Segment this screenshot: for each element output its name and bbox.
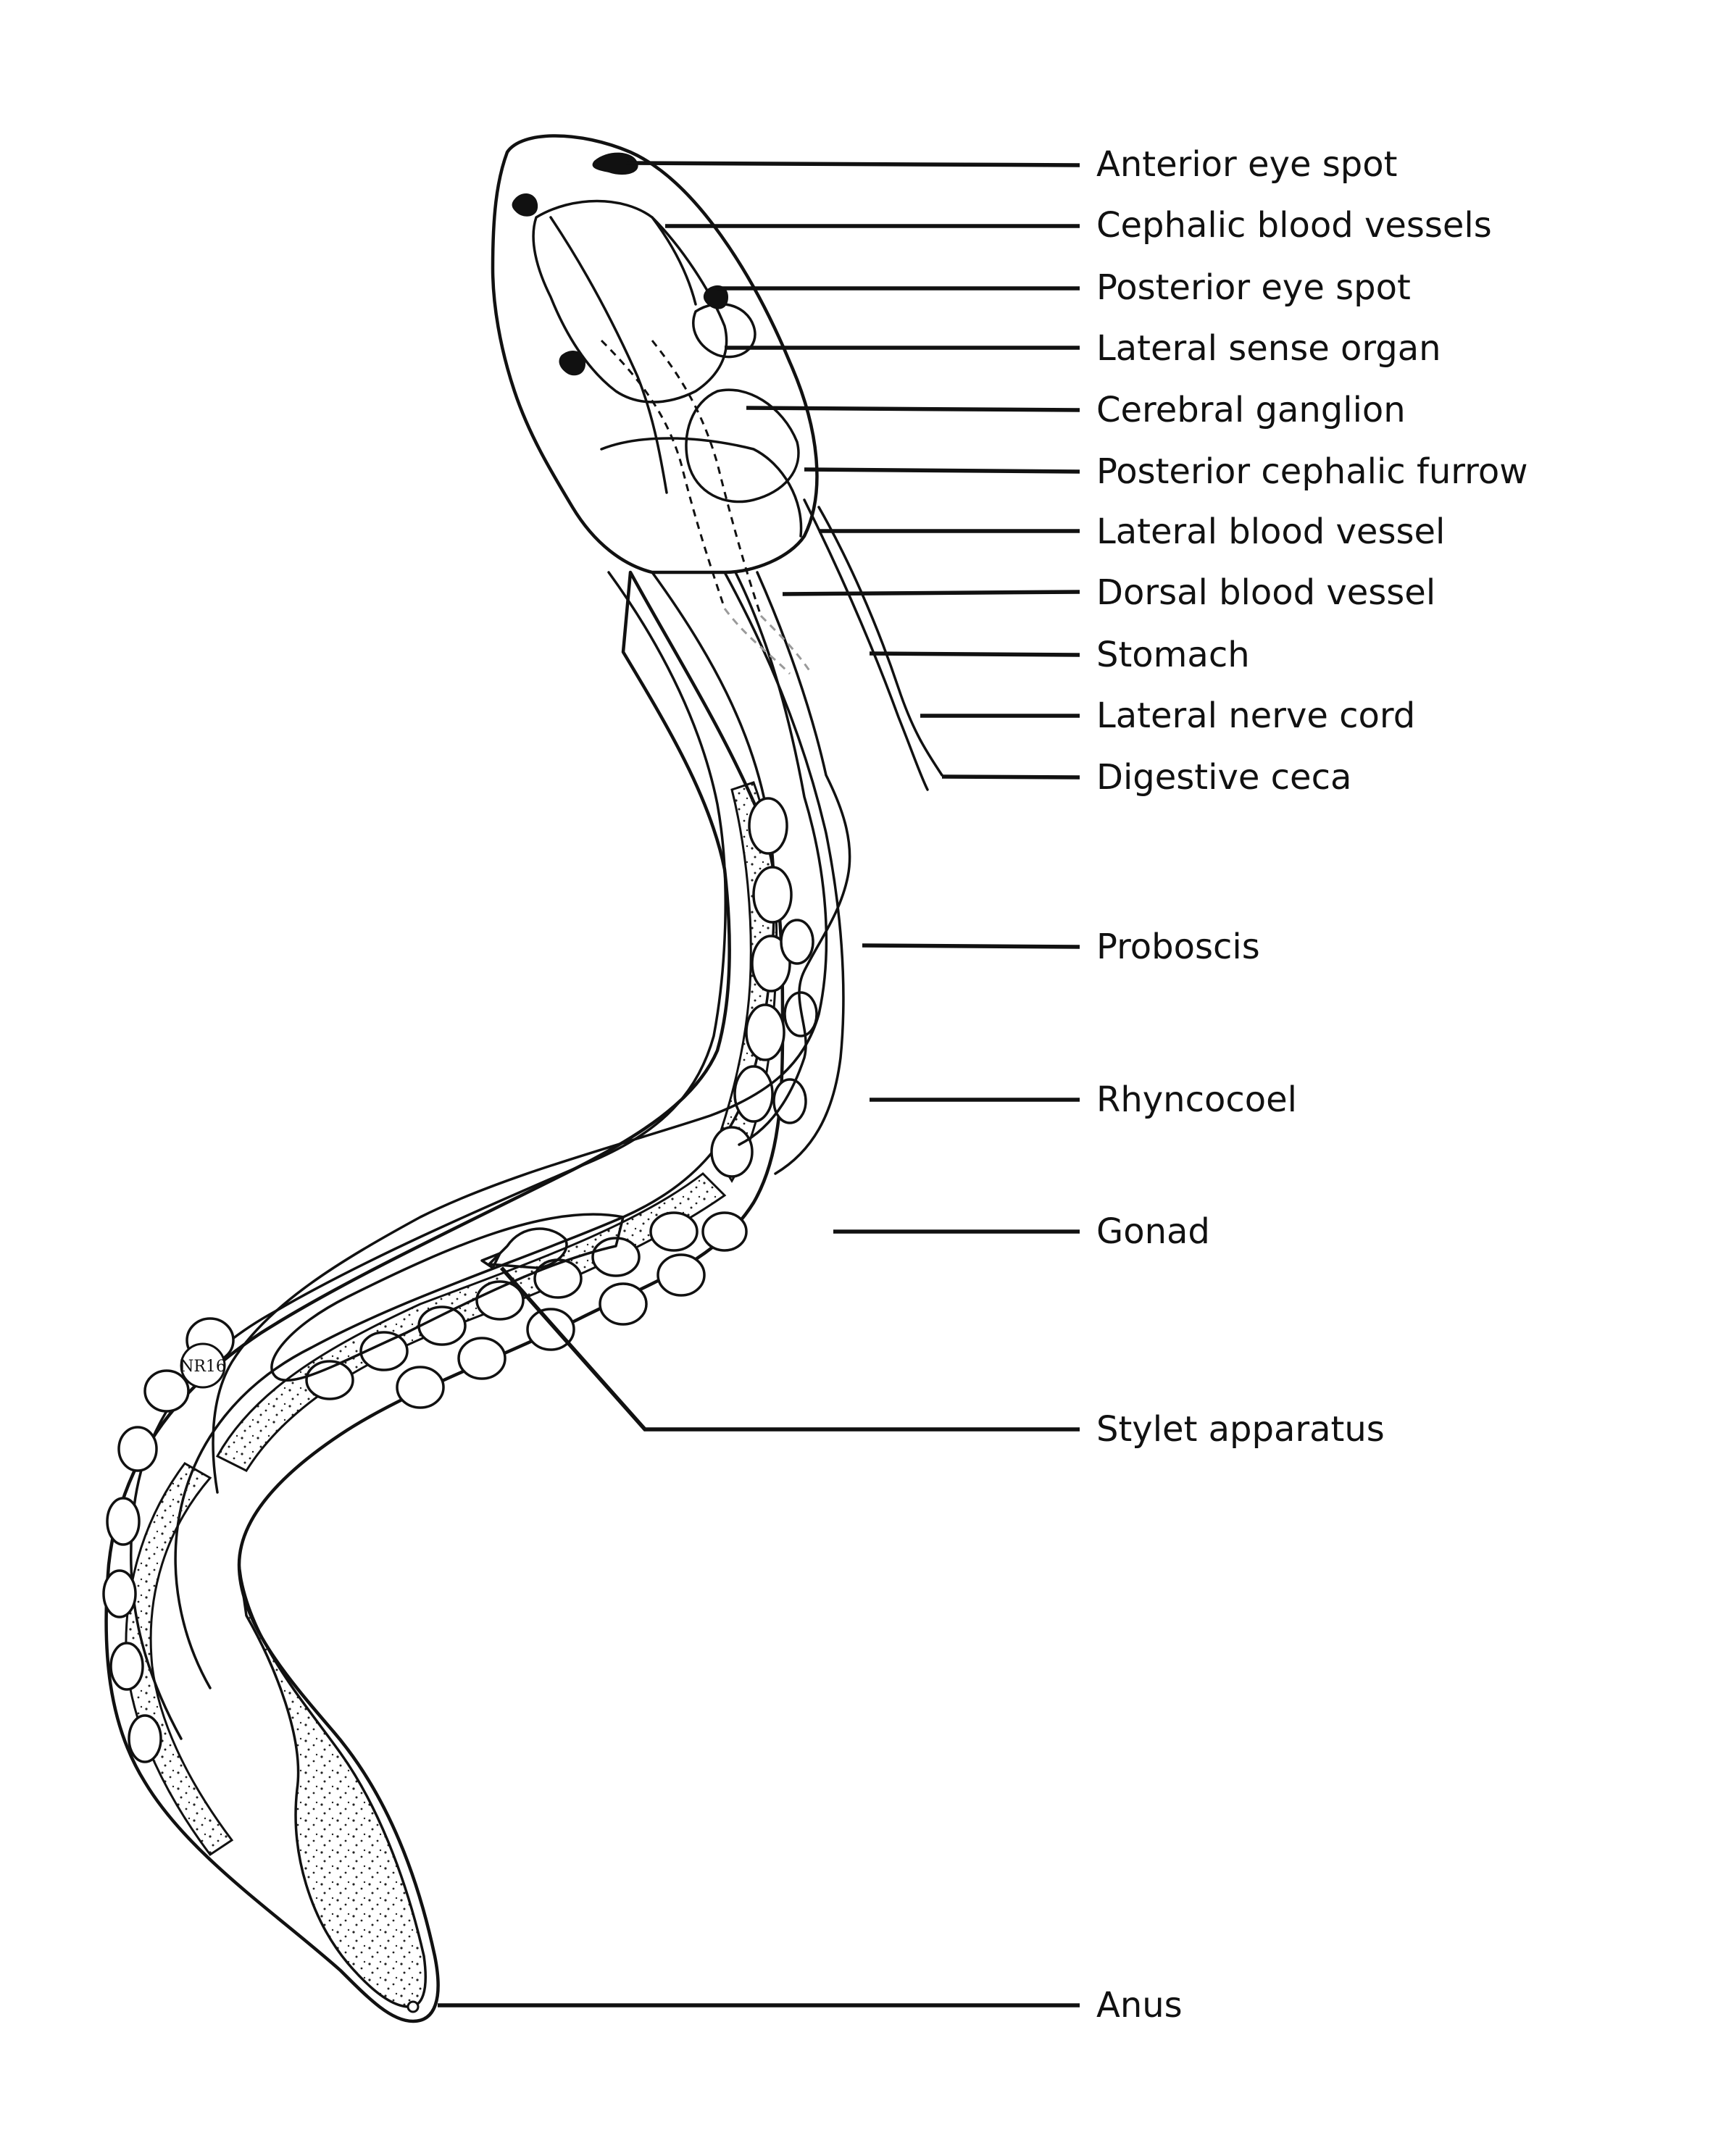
cephalic-vessel-left	[549, 216, 668, 494]
lateral-nerve-cord-line	[803, 498, 929, 791]
head-outline	[491, 134, 819, 574]
artist-signature: NR16	[180, 1342, 226, 1389]
label-anterior-eye-spot: Anterior eye spot	[1096, 144, 1397, 185]
gut-wall-upper	[174, 571, 775, 1689]
cephalic-furrow	[600, 437, 803, 538]
label-gonad: Gonad	[1096, 1211, 1210, 1252]
proboscis-tube	[212, 571, 828, 1494]
eye-spot-anterior-left	[512, 193, 538, 217]
label-stylet-apparatus: Stylet apparatus	[1096, 1409, 1385, 1450]
label-proboscis: Proboscis	[1096, 927, 1260, 967]
eye-spot-anterior	[592, 152, 638, 175]
label-digestive-ceca: Digestive ceca	[1096, 757, 1351, 798]
labels: Anterior eye spot Cephalic blood vessels…	[1096, 144, 1527, 2026]
cephalic-lobe	[532, 199, 728, 404]
intestine-posterior	[238, 1564, 427, 2008]
gut-wall-lower	[130, 571, 727, 1740]
anus-marker	[407, 2000, 420, 2013]
nerve-dashed-1	[600, 339, 726, 609]
worm-drawing: NR16	[102, 134, 943, 2023]
proboscis-loop	[270, 1213, 625, 1382]
leader-anterior-eye-spot	[626, 161, 1080, 167]
leader-stylet-apparatus	[499, 1266, 1080, 1432]
signature-text: NR16	[180, 1358, 226, 1376]
stomach-outline	[738, 571, 851, 1146]
cephalic-vessel-right	[651, 216, 697, 306]
nerve-dashed-faint	[723, 608, 813, 675]
label-posterior-eye-spot: Posterior eye spot	[1096, 267, 1411, 308]
label-dorsal-blood-vessel: Dorsal blood vessel	[1096, 572, 1435, 613]
leader-stomach	[869, 651, 1080, 657]
eye-spot-posterior	[703, 285, 728, 309]
label-anus: Anus	[1096, 1985, 1183, 2026]
eye-spots	[512, 152, 728, 376]
label-posterior-cephalic-furrow: Posterior cephalic furrow	[1096, 451, 1527, 492]
label-rhyncocoel: Rhyncocoel	[1096, 1079, 1297, 1120]
leader-lines	[438, 161, 1080, 2007]
label-stomach: Stomach	[1096, 635, 1250, 675]
label-lateral-sense-organ: Lateral sense organ	[1096, 328, 1441, 369]
leader-proboscis	[862, 943, 1080, 949]
leader-cerebral-ganglion	[746, 406, 1080, 412]
stylet-tip	[480, 1252, 501, 1269]
label-lateral-blood-vessel: Lateral blood vessel	[1096, 511, 1445, 552]
label-cerebral-ganglion: Cerebral ganglion	[1096, 390, 1406, 430]
label-cephalic-blood-vessels: Cephalic blood vessels	[1096, 205, 1492, 246]
lateral-blood-vessel-line	[817, 506, 943, 777]
nerve-dashed-2	[651, 340, 762, 617]
label-lateral-nerve-cord: Lateral nerve cord	[1096, 695, 1415, 736]
stylet	[488, 1227, 568, 1269]
leader-dorsal-blood-vessel	[782, 590, 1080, 596]
leader-posterior-cephalic-furrow	[804, 467, 1080, 474]
eye-spot-posterior-left	[559, 350, 585, 376]
